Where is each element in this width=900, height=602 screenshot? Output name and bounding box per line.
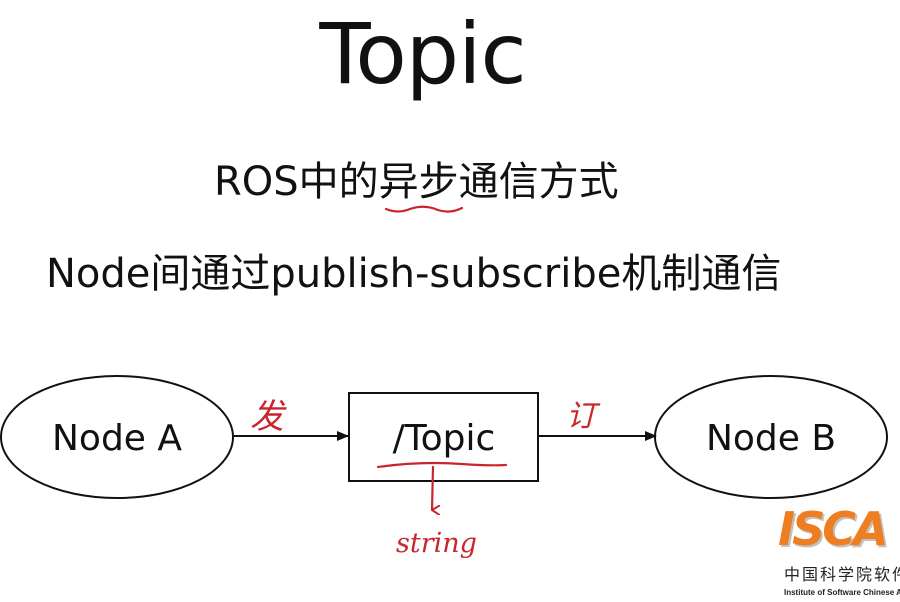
logo-english-name: Institute of Software Chinese Acad — [784, 588, 900, 597]
message-type-annotation: string — [396, 528, 477, 559]
topic-label: /Topic — [393, 418, 496, 459]
topic-box — [348, 392, 539, 482]
publish-annotation: 发 — [250, 397, 287, 437]
description-line-async: ROS中的异步通信方式 — [214, 159, 619, 205]
logo-mark: ISCA — [778, 504, 889, 556]
logo-chinese-name: 中国科学院软件 — [784, 565, 900, 584]
node-a-label: Node A — [52, 418, 182, 459]
node-b-ellipse — [654, 375, 888, 499]
node-a-ellipse — [0, 375, 234, 499]
iscas-logo: ISCA 中国科学院软件 Institute of Software Chine… — [778, 504, 900, 602]
message-type-arrow — [430, 465, 433, 510]
topic-underline — [376, 461, 508, 469]
node-b-label: Node B — [706, 418, 836, 459]
description-line-pubsub: Node间通过publish-subscribe机制通信 — [46, 251, 782, 297]
subscribe-annotation: 订 — [566, 399, 601, 434]
async-underline — [384, 205, 464, 213]
slide-title: Topic — [319, 5, 526, 103]
